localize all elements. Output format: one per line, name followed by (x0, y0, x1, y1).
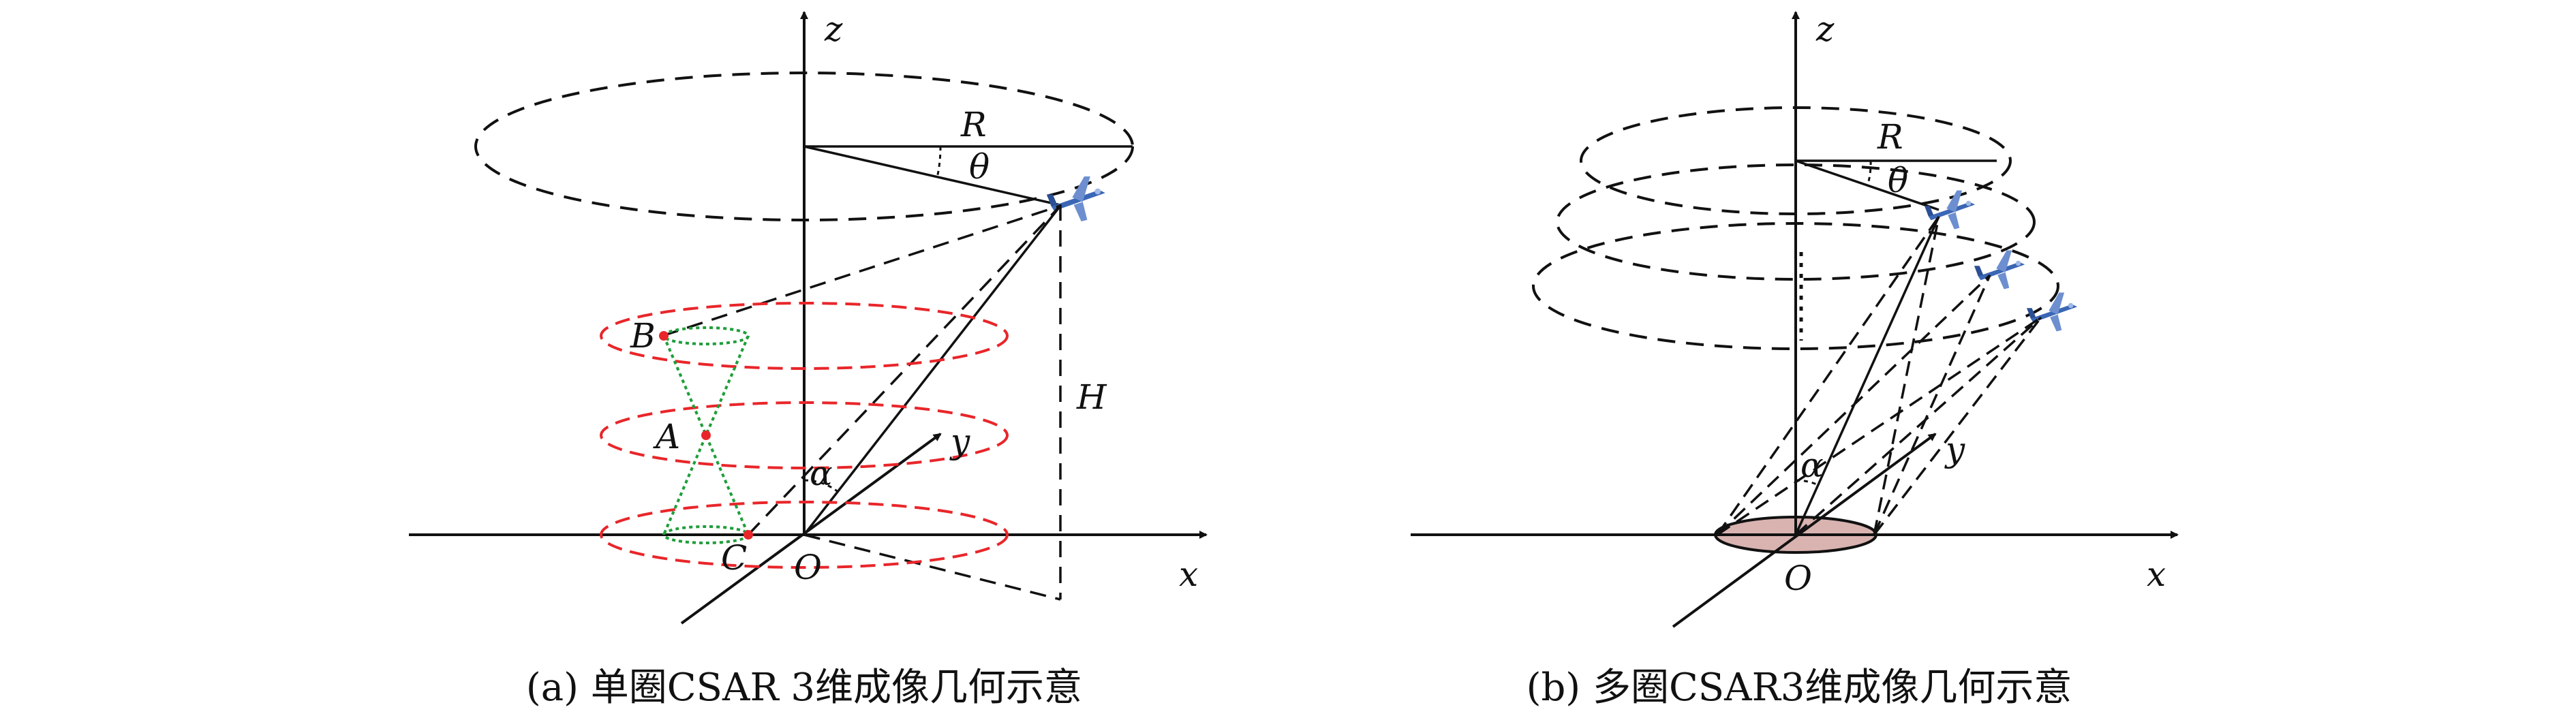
panel-a-y-label: y (949, 422, 970, 461)
panel-a-height-label: H (1076, 377, 1107, 417)
panel-a-x-label: x (1179, 555, 1198, 594)
panel-b-origin-label: O (1784, 559, 1812, 598)
panel-a-theta-label: θ (969, 147, 990, 187)
panel-b-flight-circle-top (1580, 106, 2012, 215)
panel-b-z-label: z (1815, 10, 1835, 49)
panel-a-single-circle-geometry: z x y O R θ H α B A C (a) 单圈CSAR 3维成像几何示… (409, 10, 1208, 710)
panel-a-caption: (a) 单圈CSAR 3维成像几何示意 (526, 666, 1082, 710)
panel-b-slant-to-aircraft (1795, 159, 1939, 211)
panel-b-y-axis (1672, 433, 1937, 628)
panel-b-airplane-icon-1 (1925, 190, 1976, 230)
panel-a-z-label: z (824, 10, 843, 49)
panel-a-ground-projection (803, 533, 1061, 601)
panel-a-alpha-label: α (810, 454, 833, 493)
panel-a-point-a-label: A (653, 417, 680, 456)
panel-a-origin-label: O (794, 548, 822, 587)
panel-b-los-dashed (1794, 316, 2042, 536)
panel-a-theta-arc (936, 146, 942, 178)
panel-a-red-circle-bottom (600, 501, 1009, 569)
panel-b-airplane-icon-2 (1974, 250, 2025, 290)
panel-b-caption: (b) 多圈CSAR3维成像几何示意 (1527, 666, 2072, 710)
panel-a-los-b (662, 204, 1061, 337)
panel-b-x-label: x (2147, 555, 2166, 594)
panel-b-los-dashed (1717, 316, 2042, 536)
panel-b-alpha-arc (1795, 479, 1819, 486)
panel-b-flight-circle-mid (1556, 163, 2036, 281)
panel-a-radius-label: R (960, 105, 987, 144)
panel-a-red-circle-mid (600, 401, 1009, 469)
panel-b-los-dashed (1873, 275, 1991, 535)
panel-b-los-solid (1794, 216, 1940, 535)
panel-b-y-label: y (1944, 430, 1965, 469)
panel-a-point-a-marker (701, 431, 711, 440)
panel-b-alpha-label: α (1800, 446, 1824, 485)
panel-a-slant-to-aircraft (803, 145, 1064, 207)
panel-a-airplane-icon (1047, 176, 1105, 221)
panel-a-red-circle-top (600, 302, 1009, 370)
panel-a-los-c (747, 204, 1062, 536)
panel-b-theta-arc (1867, 160, 1872, 185)
panel-b-flight-circle-bottom (1532, 222, 2059, 350)
panel-b-radius-label: R (1877, 117, 1903, 157)
panel-a-point-b-marker (659, 331, 669, 341)
panel-a-point-b-label: B (630, 316, 656, 356)
panel-a-point-c-marker (743, 530, 753, 540)
panel-a-alpha-arc (803, 479, 840, 494)
panel-a-los-origin (803, 204, 1062, 536)
panel-b-los-dashed (1873, 316, 2042, 536)
panel-a-green-cone-top (662, 326, 750, 345)
panel-a-point-c-label: C (721, 538, 747, 578)
panel-a-green-cone-edge (662, 335, 750, 535)
panel-b-multi-circle-geometry: z x y O R θ α (b) 多圈CSAR3维成像几何示意 (1411, 10, 2179, 710)
panel-b-los-dashed (1873, 216, 1940, 535)
panel-b-theta-label: θ (1888, 161, 1908, 200)
panel-a-green-cone-edge (662, 335, 750, 535)
panel-b-los-dashed (1716, 216, 1940, 535)
panel-b-los-dashed (1716, 274, 1991, 536)
